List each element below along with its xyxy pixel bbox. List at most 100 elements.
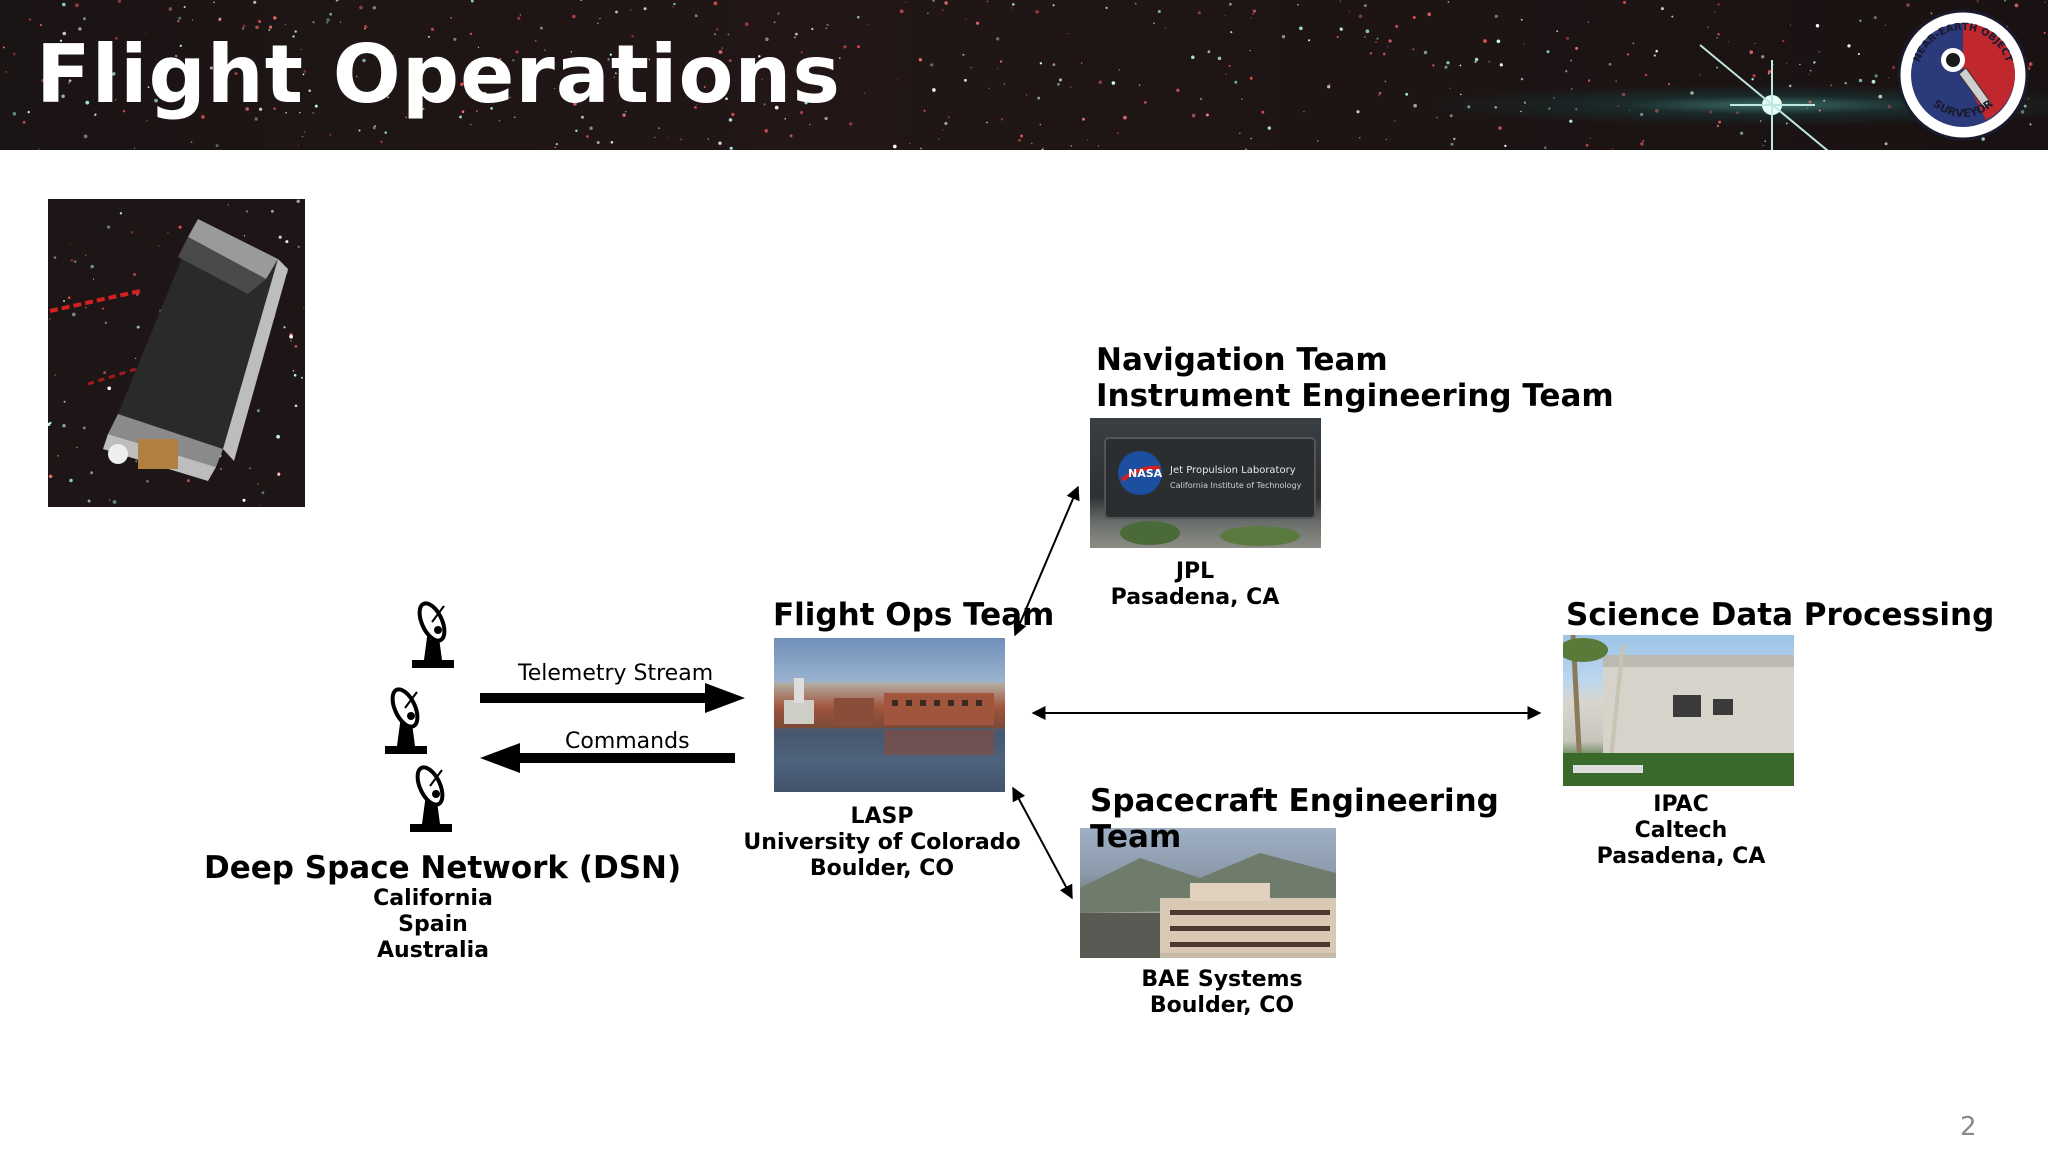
star bbox=[245, 107, 249, 111]
star bbox=[256, 409, 260, 413]
star bbox=[570, 50, 573, 53]
star bbox=[283, 326, 286, 329]
star bbox=[1806, 107, 1808, 109]
neo-surveyor-logo: NEAR-EARTH OBJECT SURVEYOR bbox=[1897, 9, 2029, 141]
star bbox=[1241, 98, 1243, 100]
bae-org: BAE Systems bbox=[1141, 967, 1303, 992]
star bbox=[1191, 55, 1195, 60]
star bbox=[1566, 36, 1570, 40]
star bbox=[172, 62, 174, 64]
star bbox=[297, 245, 300, 248]
star bbox=[1644, 73, 1648, 77]
star bbox=[1690, 91, 1694, 95]
star bbox=[308, 89, 312, 93]
header-banner: Flight Operations NEAR-EARTH OBJECT SURV… bbox=[0, 0, 2048, 150]
star bbox=[1244, 148, 1248, 150]
star bbox=[727, 33, 730, 36]
star bbox=[190, 141, 193, 143]
star bbox=[1176, 88, 1180, 93]
star bbox=[1615, 80, 1617, 82]
bae-photo bbox=[1080, 828, 1336, 958]
star bbox=[1003, 83, 1006, 85]
flightops-jpl-arrow bbox=[1013, 485, 1080, 637]
star bbox=[39, 24, 42, 27]
star bbox=[301, 135, 304, 138]
star bbox=[249, 467, 251, 469]
jpl-org: JPL bbox=[1175, 559, 1215, 584]
star bbox=[278, 64, 282, 68]
star bbox=[765, 37, 769, 42]
star bbox=[136, 325, 140, 329]
star bbox=[1082, 117, 1085, 121]
star bbox=[694, 14, 698, 18]
star bbox=[1884, 142, 1888, 146]
star bbox=[707, 138, 709, 140]
star bbox=[938, 138, 940, 140]
star bbox=[38, 148, 40, 150]
spacecraft-title-line2: Team bbox=[1090, 819, 1182, 855]
star bbox=[242, 498, 246, 502]
star bbox=[1393, 120, 1396, 122]
star bbox=[1718, 120, 1722, 124]
star bbox=[555, 142, 558, 146]
star bbox=[62, 424, 66, 428]
star bbox=[297, 145, 299, 147]
dsn-sites: California Spain Australia bbox=[333, 886, 533, 964]
star bbox=[254, 117, 258, 121]
star bbox=[576, 95, 580, 99]
star bbox=[168, 7, 173, 11]
star bbox=[219, 17, 222, 20]
star bbox=[220, 468, 222, 470]
star bbox=[5, 70, 8, 73]
star bbox=[499, 57, 502, 61]
star bbox=[804, 101, 808, 105]
star bbox=[422, 107, 425, 110]
star bbox=[1239, 132, 1241, 135]
star bbox=[76, 446, 78, 449]
star bbox=[599, 17, 601, 20]
star bbox=[1339, 27, 1343, 31]
star bbox=[1134, 2, 1137, 5]
star bbox=[1494, 14, 1498, 18]
star bbox=[793, 36, 796, 39]
star bbox=[359, 5, 363, 10]
star bbox=[1520, 77, 1524, 81]
lasp-location: Boulder, CO bbox=[809, 856, 955, 881]
star bbox=[1488, 60, 1491, 63]
star bbox=[289, 339, 293, 342]
star bbox=[300, 376, 303, 379]
star bbox=[254, 87, 258, 92]
star bbox=[115, 37, 118, 40]
star bbox=[1261, 110, 1265, 114]
star bbox=[1716, 36, 1718, 39]
star bbox=[1384, 80, 1387, 83]
star bbox=[130, 231, 134, 234]
star bbox=[27, 110, 30, 114]
star bbox=[329, 12, 333, 16]
star bbox=[1714, 11, 1716, 13]
star bbox=[74, 260, 77, 263]
star bbox=[63, 299, 65, 302]
star bbox=[1234, 80, 1238, 84]
star bbox=[419, 113, 423, 117]
star bbox=[312, 21, 315, 24]
star bbox=[1976, 0, 1979, 3]
star bbox=[1762, 144, 1764, 147]
star bbox=[1378, 91, 1382, 95]
star bbox=[28, 18, 31, 21]
star bbox=[450, 16, 453, 19]
star bbox=[1639, 112, 1644, 117]
star bbox=[48, 422, 51, 427]
star bbox=[1412, 15, 1416, 20]
star bbox=[285, 240, 289, 244]
star bbox=[857, 45, 860, 49]
star bbox=[135, 357, 137, 359]
star bbox=[284, 23, 287, 26]
star bbox=[1228, 64, 1231, 67]
star bbox=[1764, 140, 1767, 143]
star bbox=[1249, 76, 1253, 80]
jpl-sign-line2: California Institute of Technology bbox=[1170, 481, 1302, 490]
star bbox=[918, 58, 923, 62]
star bbox=[261, 491, 265, 495]
star bbox=[694, 106, 697, 109]
